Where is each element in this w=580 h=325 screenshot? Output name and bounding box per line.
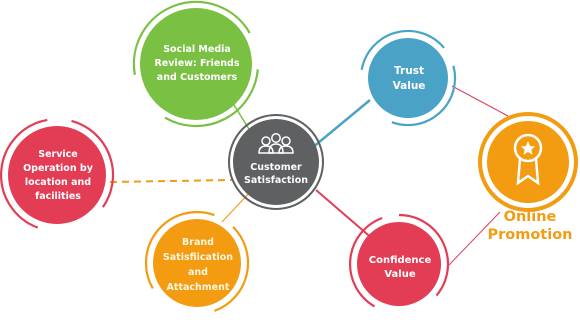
service-operation-label: Service Operation by location and facili… — [14, 138, 102, 214]
node-customer-satisfaction — [228, 114, 324, 210]
trust-line-2: Value — [392, 80, 426, 92]
online-promotion-label: Online Promotion — [484, 208, 576, 244]
connector-trust-to-center — [311, 99, 371, 149]
node-social-media-review — [132, 0, 259, 128]
connector-confidence-to-promotion — [447, 211, 501, 267]
center-line-1: Customer — [250, 161, 302, 173]
confidence-line-1: Confidence — [368, 254, 432, 266]
service-decorative-arc — [71, 119, 115, 208]
service-line-2: Operation by — [23, 163, 93, 175]
trust-line-1: Trust — [394, 64, 424, 77]
center-circle — [233, 119, 319, 205]
service-circle — [8, 126, 106, 224]
node-trust-value — [360, 29, 457, 127]
trust-value-label: Trust Value — [372, 58, 446, 100]
confidence-decorative-arc — [398, 213, 450, 297]
brand-line-3: and — [188, 267, 208, 278]
node-online-promotion — [478, 112, 578, 212]
center-line-2: Satisfaction — [244, 175, 308, 186]
trust-decorative-arc — [360, 29, 445, 70]
customer-satisfaction-label: Customer Satisfaction — [236, 157, 316, 191]
node-brand-satisfaction — [144, 210, 250, 312]
promotion-line-2: Promotion — [487, 227, 573, 244]
connector-service-to-center — [109, 179, 233, 183]
social-decorative-arc — [164, 69, 259, 128]
social-line-1: Social Media — [163, 44, 231, 56]
connector-trust-to-promotion — [451, 85, 509, 117]
promotion-line-1: Online — [503, 209, 557, 225]
service-line-1: Service — [38, 149, 78, 161]
service-decorative-arc — [0, 118, 48, 229]
promotion-outer-ring — [478, 112, 578, 212]
service-line-4: facilities — [35, 190, 81, 202]
center-outer-ring — [228, 114, 324, 210]
confidence-decorative-arc — [348, 216, 383, 308]
social-line-3: and Customers — [156, 71, 238, 83]
connector-confidence-to-center — [315, 189, 375, 241]
brand-line-2: Satisfiication — [162, 251, 234, 263]
award-ribbon-icon — [513, 133, 543, 186]
brand-circle — [153, 219, 241, 307]
node-confidence-value — [348, 213, 450, 308]
brand-decorative-arc — [214, 226, 250, 312]
trust-decorative-arc — [391, 65, 457, 127]
social-circle — [140, 8, 252, 120]
brand-satisfaction-label: Brand Satisfiication and Attachment — [158, 230, 238, 300]
brand-line-1: Brand — [182, 236, 214, 248]
confidence-line-2: Value — [384, 269, 416, 280]
connector-brand-to-center — [221, 189, 253, 223]
node-service-operation — [0, 118, 115, 229]
social-line-2: Review: Friends — [154, 58, 240, 70]
brand-decorative-arc — [144, 210, 215, 290]
confidence-value-label: Confidence Value — [360, 248, 440, 288]
star-icon — [521, 141, 535, 155]
service-line-3: location and — [24, 177, 92, 188]
users-group-icon — [258, 133, 294, 154]
social-media-label: Social Media Review: Friends and Custome… — [150, 34, 244, 94]
social-decorative-arc — [132, 0, 251, 75]
brand-line-4: Attachment — [166, 282, 230, 294]
trust-circle — [368, 38, 448, 118]
confidence-circle — [357, 222, 441, 306]
